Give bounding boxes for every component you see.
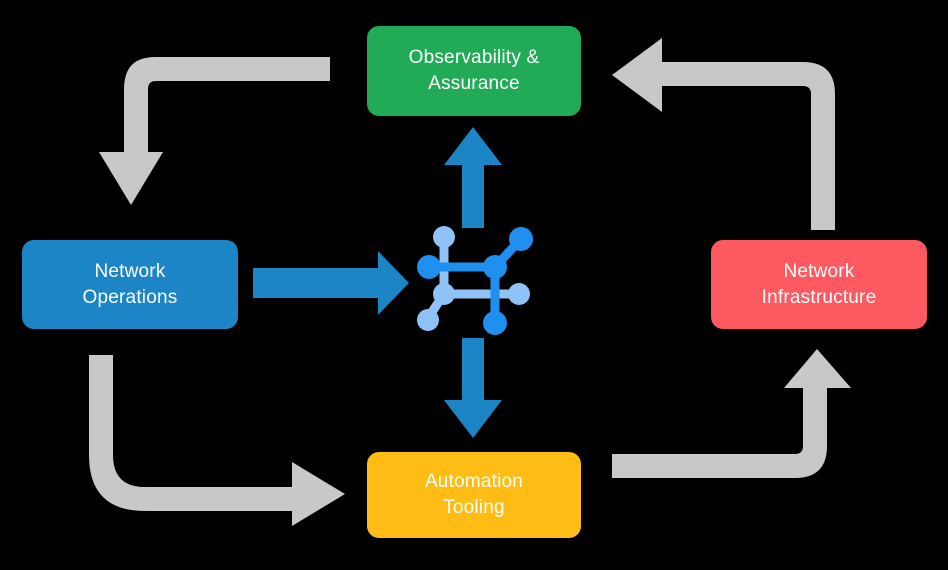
icon-node-top-right-leaf [509,227,533,251]
icon-node-left-hub [417,255,441,279]
node-label-line-1: Automation [424,471,524,493]
node-label-observability: Observability & Assurance [409,45,540,96]
node-box-network-operations[interactable]: Network Operations [22,240,238,329]
node-label-network-operations: Network Operations [83,259,178,310]
node-label-line-2: Operations [82,286,178,308]
node-label-line-2: Infrastructure [761,286,877,308]
icon-node-center-lower-left [433,283,455,305]
node-label-line-2: Assurance [428,73,520,94]
icon-edge-bottomleft-diagonal [423,289,449,323]
icon-node-right-mid-leaf [508,283,530,305]
node-box-automation-tooling[interactable]: Automation Tooling [367,452,581,538]
icon-node-top-left [433,226,455,248]
arrow-operations-to-center-icon [253,251,409,315]
icon-edge-topright-diagonal [490,235,525,272]
node-box-observability-assurance[interactable]: Observability & Assurance [367,26,581,116]
arrow-infrastructure-to-observability [612,38,835,230]
node-label-network-infrastructure: Network Infrastructure [762,259,877,310]
arrow-observability-to-operations [99,57,330,205]
node-label-line-1: Observability & [408,47,540,69]
arrow-operations-to-automation [89,355,345,526]
arrow-center-to-automation-icon [444,338,502,438]
icon-node-bottom-left-leaf [417,309,439,331]
arrow-center-to-observability-icon [444,127,502,228]
node-label-line-2: Tooling [443,497,505,518]
node-label-line-1: Network [783,260,855,282]
node-label-line-1: Network [94,260,166,282]
node-label-automation-tooling: Automation Tooling [425,469,523,520]
arrow-automation-to-infrastructure [612,349,851,478]
icon-node-center-hub [483,255,507,279]
icon-node-bottom-right-leaf [483,311,507,335]
node-box-network-infrastructure[interactable]: Network Infrastructure [711,240,927,329]
